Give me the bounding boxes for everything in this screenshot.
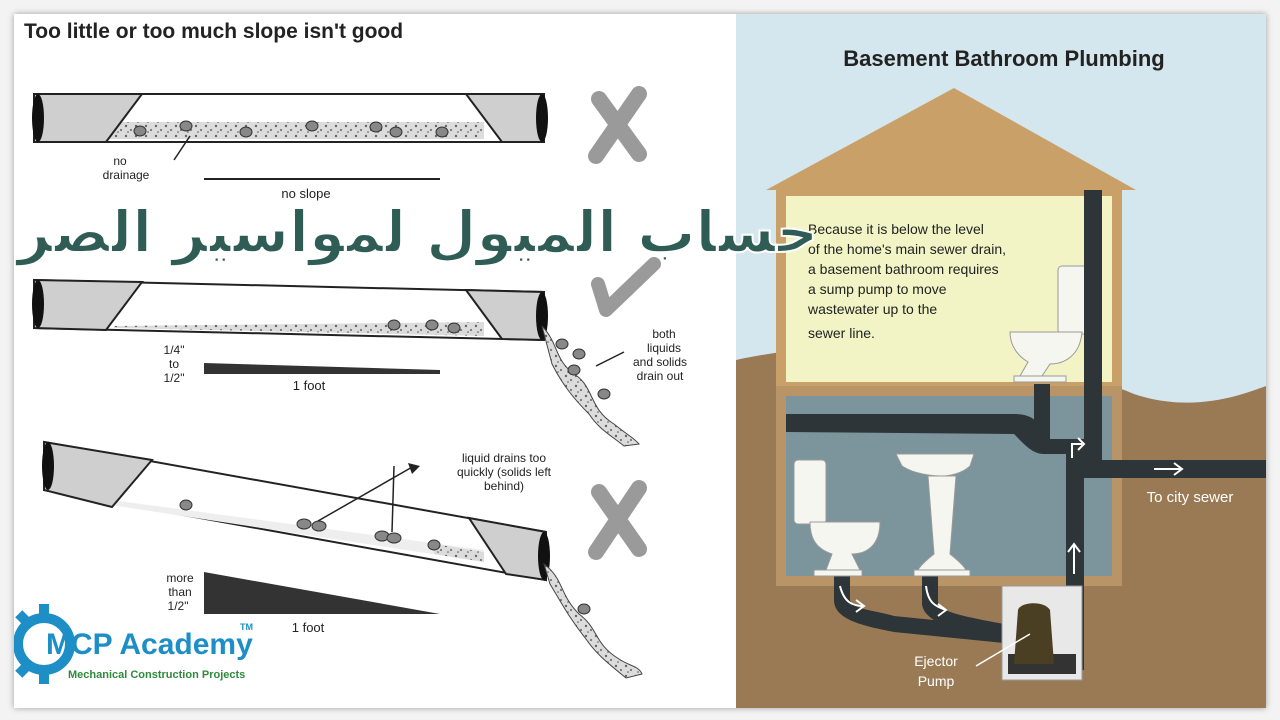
slope-wedge-large: [204, 572, 440, 614]
description-line-4: a sump pump to move: [808, 281, 947, 297]
description-line-5: wastewater up to the: [807, 301, 937, 317]
right-title: Basement Bathroom Plumbing: [843, 46, 1164, 71]
pump-label-1: Ejector: [914, 653, 958, 669]
drain-label-4: drain out: [637, 369, 684, 383]
gear-icon: [14, 604, 75, 684]
rise-label-2: to: [169, 357, 179, 371]
no-drainage-label-2: drainage: [103, 168, 150, 182]
callout-label-1: liquid drains too: [462, 451, 546, 465]
pipe-too-steep: [42, 440, 643, 679]
left-title: Too little or too much slope isn't good: [24, 20, 403, 43]
description-line-1: Because it is below the level: [808, 221, 984, 237]
no-drainage-label-1: no: [113, 154, 127, 168]
arabic-title: حساب الميول لمواسير الصرف: [14, 198, 818, 267]
x-mark-icon: [588, 480, 647, 560]
pipe-correct-slope: [32, 278, 640, 447]
run-label-2: 1 foot: [292, 620, 325, 635]
pipe-no-slope: [32, 93, 548, 143]
slope-wedge-small: [204, 363, 440, 374]
check-mark-icon: [591, 257, 661, 317]
steep-rise-label-2: than: [168, 585, 191, 599]
house-roof: [766, 88, 1136, 190]
logo-trademark: TM: [240, 622, 253, 632]
description-line-3: a basement bathroom requires: [808, 261, 999, 277]
steep-rise-label-1: more: [166, 571, 194, 585]
steep-rise-label-3: 1/2": [168, 599, 189, 613]
description-line-2: of the home's main sewer drain,: [808, 241, 1006, 257]
basement-toilet: [793, 459, 881, 577]
image-canvas: Too little or too much slope isn't good …: [14, 14, 1266, 708]
diagram-svg: Too little or too much slope isn't good …: [14, 14, 1266, 708]
x-mark-icon: [588, 86, 647, 164]
drain-label-1: both: [652, 327, 675, 341]
logo-brand: MCP Academy: [46, 628, 253, 661]
right-panel: Basement Bathroom Plumbing Because it is…: [736, 14, 1266, 708]
mcp-logo: MCP Academy TM Mechanical Construction P…: [14, 604, 253, 684]
description-line-6: sewer line.: [808, 325, 875, 341]
pump-label-2: Pump: [918, 673, 955, 689]
logo-subtitle: Mechanical Construction Projects: [68, 669, 245, 681]
drain-label-3: and solids: [633, 355, 687, 369]
upper-toilet: [1009, 265, 1093, 383]
sewer-label: To city sewer: [1147, 489, 1234, 506]
rise-label-3: 1/2": [164, 371, 185, 385]
drain-label-2: liquids: [647, 341, 681, 355]
basement-sink: [895, 453, 975, 577]
rise-label-1: 1/4": [164, 343, 185, 357]
callout-label-2: quickly (solids left: [457, 465, 552, 479]
no-slope-label: no slope: [281, 186, 330, 201]
left-panel: Too little or too much slope isn't good …: [24, 20, 687, 679]
ejector-pump: [1014, 603, 1054, 664]
callout-label-3: behind): [484, 479, 524, 493]
run-label-1: 1 foot: [293, 378, 326, 393]
